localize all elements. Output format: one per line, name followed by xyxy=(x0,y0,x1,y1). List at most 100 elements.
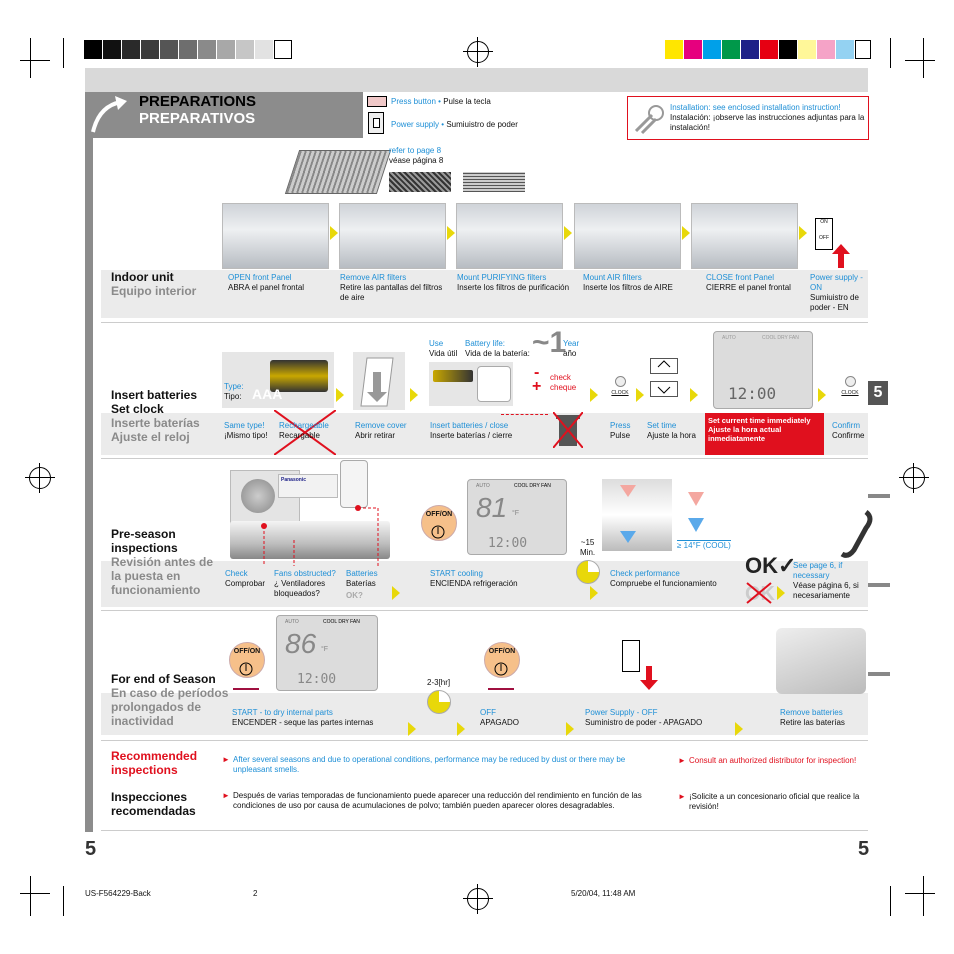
page-left-rule xyxy=(85,92,93,832)
endseason-step-2: OFF APAGADO xyxy=(480,708,519,727)
legend-press-en: Press button xyxy=(391,97,436,106)
indoor-photo-4 xyxy=(574,203,681,269)
page-title-es: PREPARATIVOS xyxy=(139,110,256,127)
clock-confirm-button[interactable]: CLOCK xyxy=(838,376,862,396)
battery-step-1: Same type! ¡Mismo tipo! xyxy=(224,421,268,440)
batteries-heading: Insert batteries Set clock Inserte bater… xyxy=(111,388,200,444)
flow-arrow xyxy=(818,388,826,402)
flow-arrow xyxy=(564,226,572,240)
flow-arrow xyxy=(590,388,598,402)
chevron-up-icon xyxy=(657,360,671,368)
recommended-heading-es: Inspecciones recomendadas xyxy=(111,790,196,818)
offon-button[interactable] xyxy=(421,505,457,541)
registration-mark-right xyxy=(899,463,929,493)
recommended-note1-es: Después de varias temporadas de funciona… xyxy=(233,791,642,810)
rechargeable-crossed-icon xyxy=(274,410,336,455)
polarity-plus: + xyxy=(532,378,542,395)
recommended-note1-en: After several seasons and due to operati… xyxy=(233,755,626,774)
battery-image xyxy=(270,360,328,392)
indoor-step-4: Mount AIR filters Inserte los filtros de… xyxy=(583,273,673,292)
flow-arrow xyxy=(636,388,644,402)
page-title: PREPARATIONS xyxy=(139,93,256,110)
registration-mark-left xyxy=(25,463,55,493)
recommended-note2-es: ¡Solicite a un concesionario oficial que… xyxy=(689,792,860,811)
battery-life-value: ~1 xyxy=(532,326,567,359)
endseason-heading: For end of Season En caso de períodos pr… xyxy=(111,672,229,728)
page-gray-band xyxy=(85,68,868,92)
footer-date: 5/20/04, 11:48 AM xyxy=(571,889,636,898)
callout-lines xyxy=(261,505,379,566)
clock-button[interactable]: CLOCK xyxy=(608,376,632,396)
flow-arrow xyxy=(336,388,344,402)
power-icon xyxy=(494,662,508,676)
power-switch-off[interactable] xyxy=(622,640,640,672)
flow-arrow xyxy=(690,388,698,402)
indoor-step-2: Remove AIR filters Retire las pantallas … xyxy=(340,273,443,302)
power-switch-on[interactable]: ON OFF xyxy=(815,218,833,250)
lcd-time: 12:00 xyxy=(728,384,777,403)
battery-type-value: AAA xyxy=(252,386,283,402)
offon-button-2[interactable] xyxy=(484,642,520,678)
button-underline xyxy=(488,688,514,690)
section-divider xyxy=(101,830,868,831)
indoor-heading: Indoor unit Equipo interior xyxy=(111,270,197,298)
battery-step-7: Confirm Confirme xyxy=(832,421,865,440)
recommended-note2-en: Consult an authorized distributor for in… xyxy=(689,756,857,765)
legend-power-es: Sumiuistro de poder xyxy=(446,120,518,129)
indoor-step-1: OPEN front Panel ABRA el panel frontal xyxy=(228,273,305,292)
filters-image xyxy=(284,150,392,194)
flow-arrow xyxy=(330,226,338,240)
registration-mark-bottom xyxy=(463,884,493,914)
performance-image xyxy=(602,479,672,551)
power-icon xyxy=(239,662,253,676)
no-trash-icon xyxy=(552,411,584,449)
ok-big: OK✓ xyxy=(745,553,797,578)
preseason-strip xyxy=(101,561,868,607)
indoor-step-3: Mount PURIFYING filters Inserte los filt… xyxy=(457,273,570,292)
offon-button[interactable] xyxy=(229,642,265,678)
legend-power-en: Power supply xyxy=(391,120,440,129)
page-number-left: 5 xyxy=(85,838,97,860)
set-now-es: Ajuste la hora actual inmediatamente xyxy=(708,425,782,443)
endseason-step-1: START - to dry internal parts ENCENDER -… xyxy=(232,708,374,727)
purifying-filter-image xyxy=(389,172,451,192)
power-switch-icon xyxy=(368,112,384,134)
section-divider xyxy=(101,610,868,611)
timer-pie-icon xyxy=(427,690,451,714)
installation-note: Installation: see enclosed installation … xyxy=(627,96,869,140)
dry-lcd: AUTO COOL DRY FAN 86 °F 12:00 xyxy=(276,615,378,691)
flow-arrow xyxy=(392,586,400,600)
arrow-up-icon xyxy=(832,244,850,268)
side-tab xyxy=(868,672,890,676)
registration-mark-top xyxy=(463,37,493,67)
section-divider xyxy=(101,322,868,323)
flow-arrow xyxy=(447,226,455,240)
warm-air-icon xyxy=(688,492,704,506)
set-now-en: Set current time immediately xyxy=(708,416,811,425)
endseason-step-3: Power Supply - OFF Suministro de poder -… xyxy=(585,708,703,727)
flow-arrow xyxy=(408,722,416,736)
time-down-button[interactable] xyxy=(650,381,678,397)
preseason-step-4: START cooling ENCIENDA refrigeración xyxy=(430,569,518,588)
flow-arrow xyxy=(590,586,598,600)
dashed-guide xyxy=(501,414,548,415)
clock-lcd: AUTO COOL DRY FAN 12:00 xyxy=(713,331,813,409)
cooling-lcd: AUTO COOL DRY FAN 81 °F 12:00 xyxy=(467,479,567,555)
header-title-bg xyxy=(133,92,363,138)
side-tab xyxy=(868,494,890,498)
preseason-step-6: See page 6, if necessary Véase página 6,… xyxy=(793,561,859,600)
chevron-down-icon xyxy=(657,386,671,394)
installation-note-en: Installation: see enclosed installation … xyxy=(670,103,841,112)
indoor-photo-5 xyxy=(691,203,798,269)
remote-image xyxy=(340,460,368,508)
phone-icon xyxy=(840,510,873,558)
battery-type-box: Type: Tipo: AAA xyxy=(222,352,334,408)
side-tab xyxy=(868,583,890,587)
set-now-banner xyxy=(705,413,824,455)
preseason-step-2: Fans obstructed? ¿ Ventiladores bloquead… xyxy=(274,569,336,598)
indoor-unit-image: Panasonic xyxy=(278,474,338,498)
section-divider xyxy=(101,458,868,459)
remove-batteries-image xyxy=(776,628,866,694)
flow-arrow xyxy=(735,722,743,736)
time-up-button[interactable] xyxy=(650,358,678,374)
